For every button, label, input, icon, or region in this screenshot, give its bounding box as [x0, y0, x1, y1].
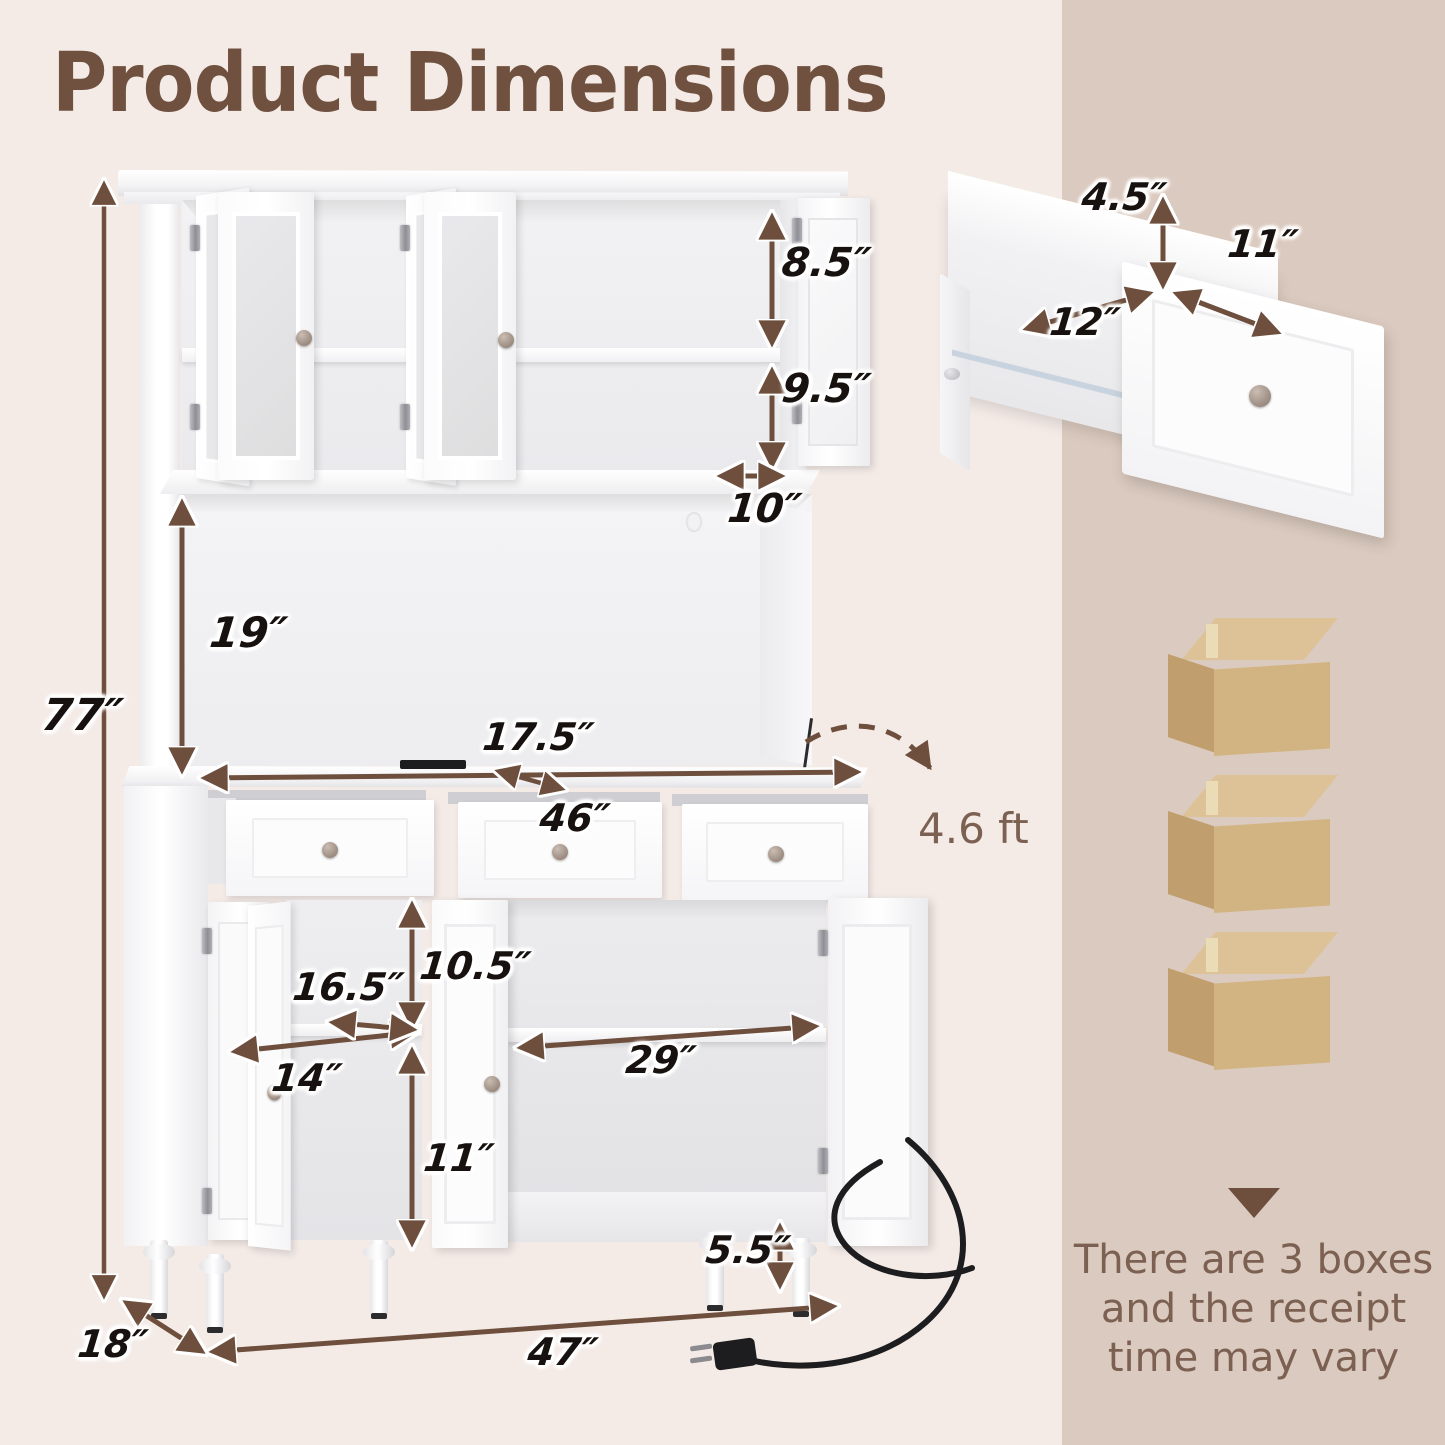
dimension-label-countertop-width: 46″ [537, 796, 613, 840]
lower-door-right-knob[interactable] [828, 898, 837, 916]
upper-door-left-leaf[interactable] [218, 192, 314, 480]
upper-door-far-right-inner-panel [808, 218, 858, 446]
dimension-label-upper-top-shelf: 8.5″ [779, 240, 874, 286]
upper-door-far-right-knob[interactable] [798, 198, 807, 216]
shipping-box-1-top [1181, 618, 1338, 660]
leg-back-left [199, 1254, 231, 1333]
leg-front-left [143, 1240, 175, 1319]
lower-door-far-left-hinge-bottom [202, 1188, 212, 1214]
upper-door-left-knob[interactable] [296, 330, 312, 346]
shipping-box-1-side [1168, 654, 1216, 753]
upper-door-far-right-hinge-top [792, 218, 802, 244]
shipping-box-3-top [1181, 932, 1338, 974]
lower-door-right-panel [842, 924, 912, 1220]
drawer-right[interactable] [682, 804, 868, 900]
drawer-rail-right [672, 794, 868, 806]
shipping-box-3-tape [1206, 938, 1218, 972]
dimension-label-total-depth: 18″ [75, 1322, 151, 1366]
lower-door-middle[interactable] [432, 900, 508, 1248]
upper-door-right-glass [438, 212, 502, 460]
drawer-middle[interactable] [458, 802, 662, 898]
shipping-box-3-front [1214, 976, 1330, 1070]
lower-door-middle-knob[interactable] [484, 1076, 500, 1092]
countertop-power-strip[interactable] [400, 760, 466, 769]
countertop [122, 766, 868, 788]
upper-door-right-hinge-top [400, 225, 410, 251]
dimension-label-hutch-opening-height: 19″ [207, 608, 290, 657]
lower-door-middle-panel [444, 924, 496, 1224]
upper-door-left-hinge-top [190, 225, 200, 251]
shipping-box-2-top [1181, 775, 1338, 817]
dimension-label-lower-left-width: 14″ [269, 1056, 345, 1100]
packaging-caption-line-3: time may vary [1107, 1334, 1400, 1381]
hutch-open-area-top-shade [180, 494, 812, 512]
shipping-box-3-side [1168, 968, 1216, 1067]
dimension-label-countertop-depth: 17.5″ [480, 715, 597, 759]
hutch-open-area-right-wall [760, 500, 812, 766]
dimension-label-drawer-width: 11″ [1225, 222, 1301, 266]
drawer-left-knob[interactable] [322, 842, 338, 858]
dimension-label-total-height: 77″ [39, 690, 126, 741]
shipping-box-1-front [1214, 662, 1330, 756]
upper-door-far-right-hinge-bottom [792, 398, 802, 424]
dimension-label-drawer-height: 4.5″ [1079, 175, 1169, 219]
hutch-open-area-back [180, 494, 812, 766]
lower-shelf-left [286, 1024, 422, 1036]
upper-door-right-leaf[interactable] [424, 192, 516, 480]
lower-door-right-hinge-top [818, 930, 828, 956]
shipping-box-3 [1168, 932, 1338, 1070]
upper-door-right-knob[interactable] [498, 332, 514, 348]
packaging-caption-line-1: There are 3 boxes [1073, 1237, 1434, 1283]
dimension-label-upper-bottom-shelf: 9.5″ [779, 366, 874, 412]
lower-door-right[interactable] [828, 898, 928, 1246]
dimension-label-lower-lower-compartment: 11″ [421, 1136, 497, 1180]
upper-door-left-glass [232, 212, 300, 460]
dimension-label-lower-upper-compartment: 10.5″ [417, 944, 534, 988]
upper-door-far-right[interactable] [798, 198, 870, 466]
dimension-label-upper-depth: 10″ [725, 486, 804, 532]
dimension-label-lower-right-width: 29″ [623, 1038, 699, 1082]
dimension-label-lower-shelf-depth: 16.5″ [290, 965, 407, 1009]
lower-cabinet-interior-right-top-shade [508, 900, 826, 918]
drawer-middle-knob[interactable] [552, 844, 568, 860]
dimension-label-cord-length: 4.6 ft [918, 804, 1029, 853]
dimension-label-leg-height: 5.5″ [703, 1228, 793, 1272]
drawer-left[interactable] [226, 800, 434, 896]
upper-door-left-hinge-bottom [190, 404, 200, 430]
upper-door-right-hinge-bottom [400, 404, 410, 430]
leg-middle [363, 1240, 395, 1319]
caption-pointer-triangle-icon [1228, 1188, 1280, 1218]
drawer-right-knob[interactable] [768, 846, 784, 862]
leg-far-right [785, 1238, 817, 1317]
lower-cabinet-left-side [124, 786, 208, 1246]
packaging-caption-line-2: and the receipt [1100, 1285, 1407, 1332]
packaging-caption: There are 3 boxes and the receipt time m… [1062, 1236, 1445, 1382]
shipping-box-1-tape [1206, 624, 1218, 658]
lower-door-right-hinge-bottom [818, 1148, 828, 1174]
shipping-box-1 [1168, 618, 1338, 756]
shipping-box-2-front [1214, 819, 1330, 913]
dimension-label-drawer-depth: 12″ [1047, 300, 1123, 344]
page-title: Product Dimensions [52, 36, 889, 131]
drawer-detail-roller [944, 368, 960, 380]
shipping-box-2 [1168, 775, 1338, 913]
dimension-label-total-width: 47″ [525, 1330, 601, 1374]
lower-door-far-left-hinge-top [202, 928, 212, 954]
hutch-power-outlet[interactable] [686, 512, 702, 532]
shipping-box-2-tape [1206, 781, 1218, 815]
drawer-detail-knob[interactable] [1249, 385, 1271, 407]
shipping-box-2-side [1168, 811, 1216, 910]
